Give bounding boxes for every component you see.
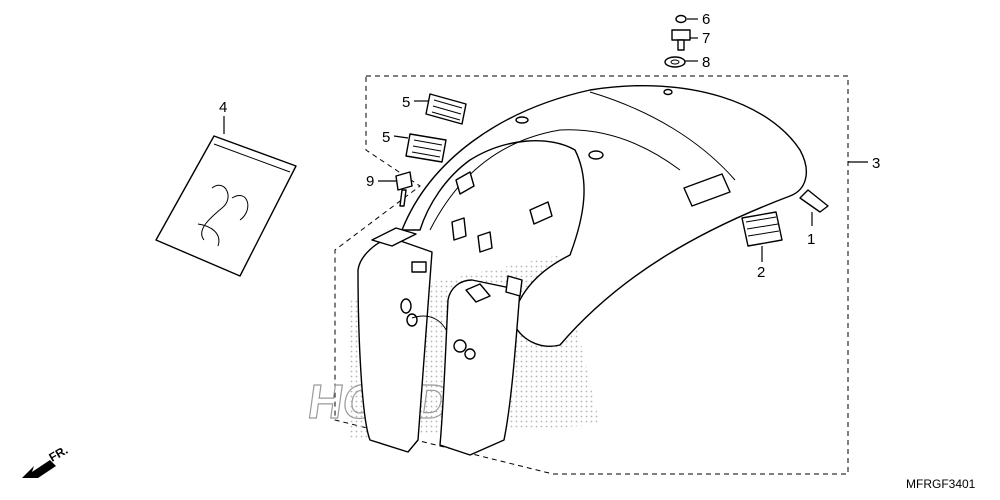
callout-5-lower: 5 <box>382 129 390 146</box>
front-direction-arrow <box>22 460 56 478</box>
part-bolt <box>671 29 691 51</box>
callout-7: 7 <box>702 30 710 47</box>
callout-8: 8 <box>702 54 710 71</box>
part-bag <box>155 135 297 277</box>
part-nut <box>675 14 687 24</box>
assembly-boundary <box>334 75 849 475</box>
part-strip <box>799 189 829 213</box>
callout-4: 4 <box>219 99 227 116</box>
left-mudflap <box>357 227 451 453</box>
callout-9: 9 <box>366 173 374 190</box>
callout-6: 6 <box>702 11 710 28</box>
part-reflector-side <box>741 211 783 247</box>
callout-3: 3 <box>872 155 880 172</box>
callout-5-upper: 5 <box>402 94 410 111</box>
rear-fender <box>401 84 808 347</box>
part-washer <box>664 56 686 68</box>
drawing-code: MFRGF3401 <box>906 477 976 491</box>
callout-1: 1 <box>807 231 815 248</box>
right-mudflap <box>439 275 523 456</box>
part-clip <box>395 171 413 207</box>
part-reflector-lower <box>405 133 447 163</box>
part-reflector-upper <box>425 93 467 125</box>
callout-2: 2 <box>757 264 765 281</box>
